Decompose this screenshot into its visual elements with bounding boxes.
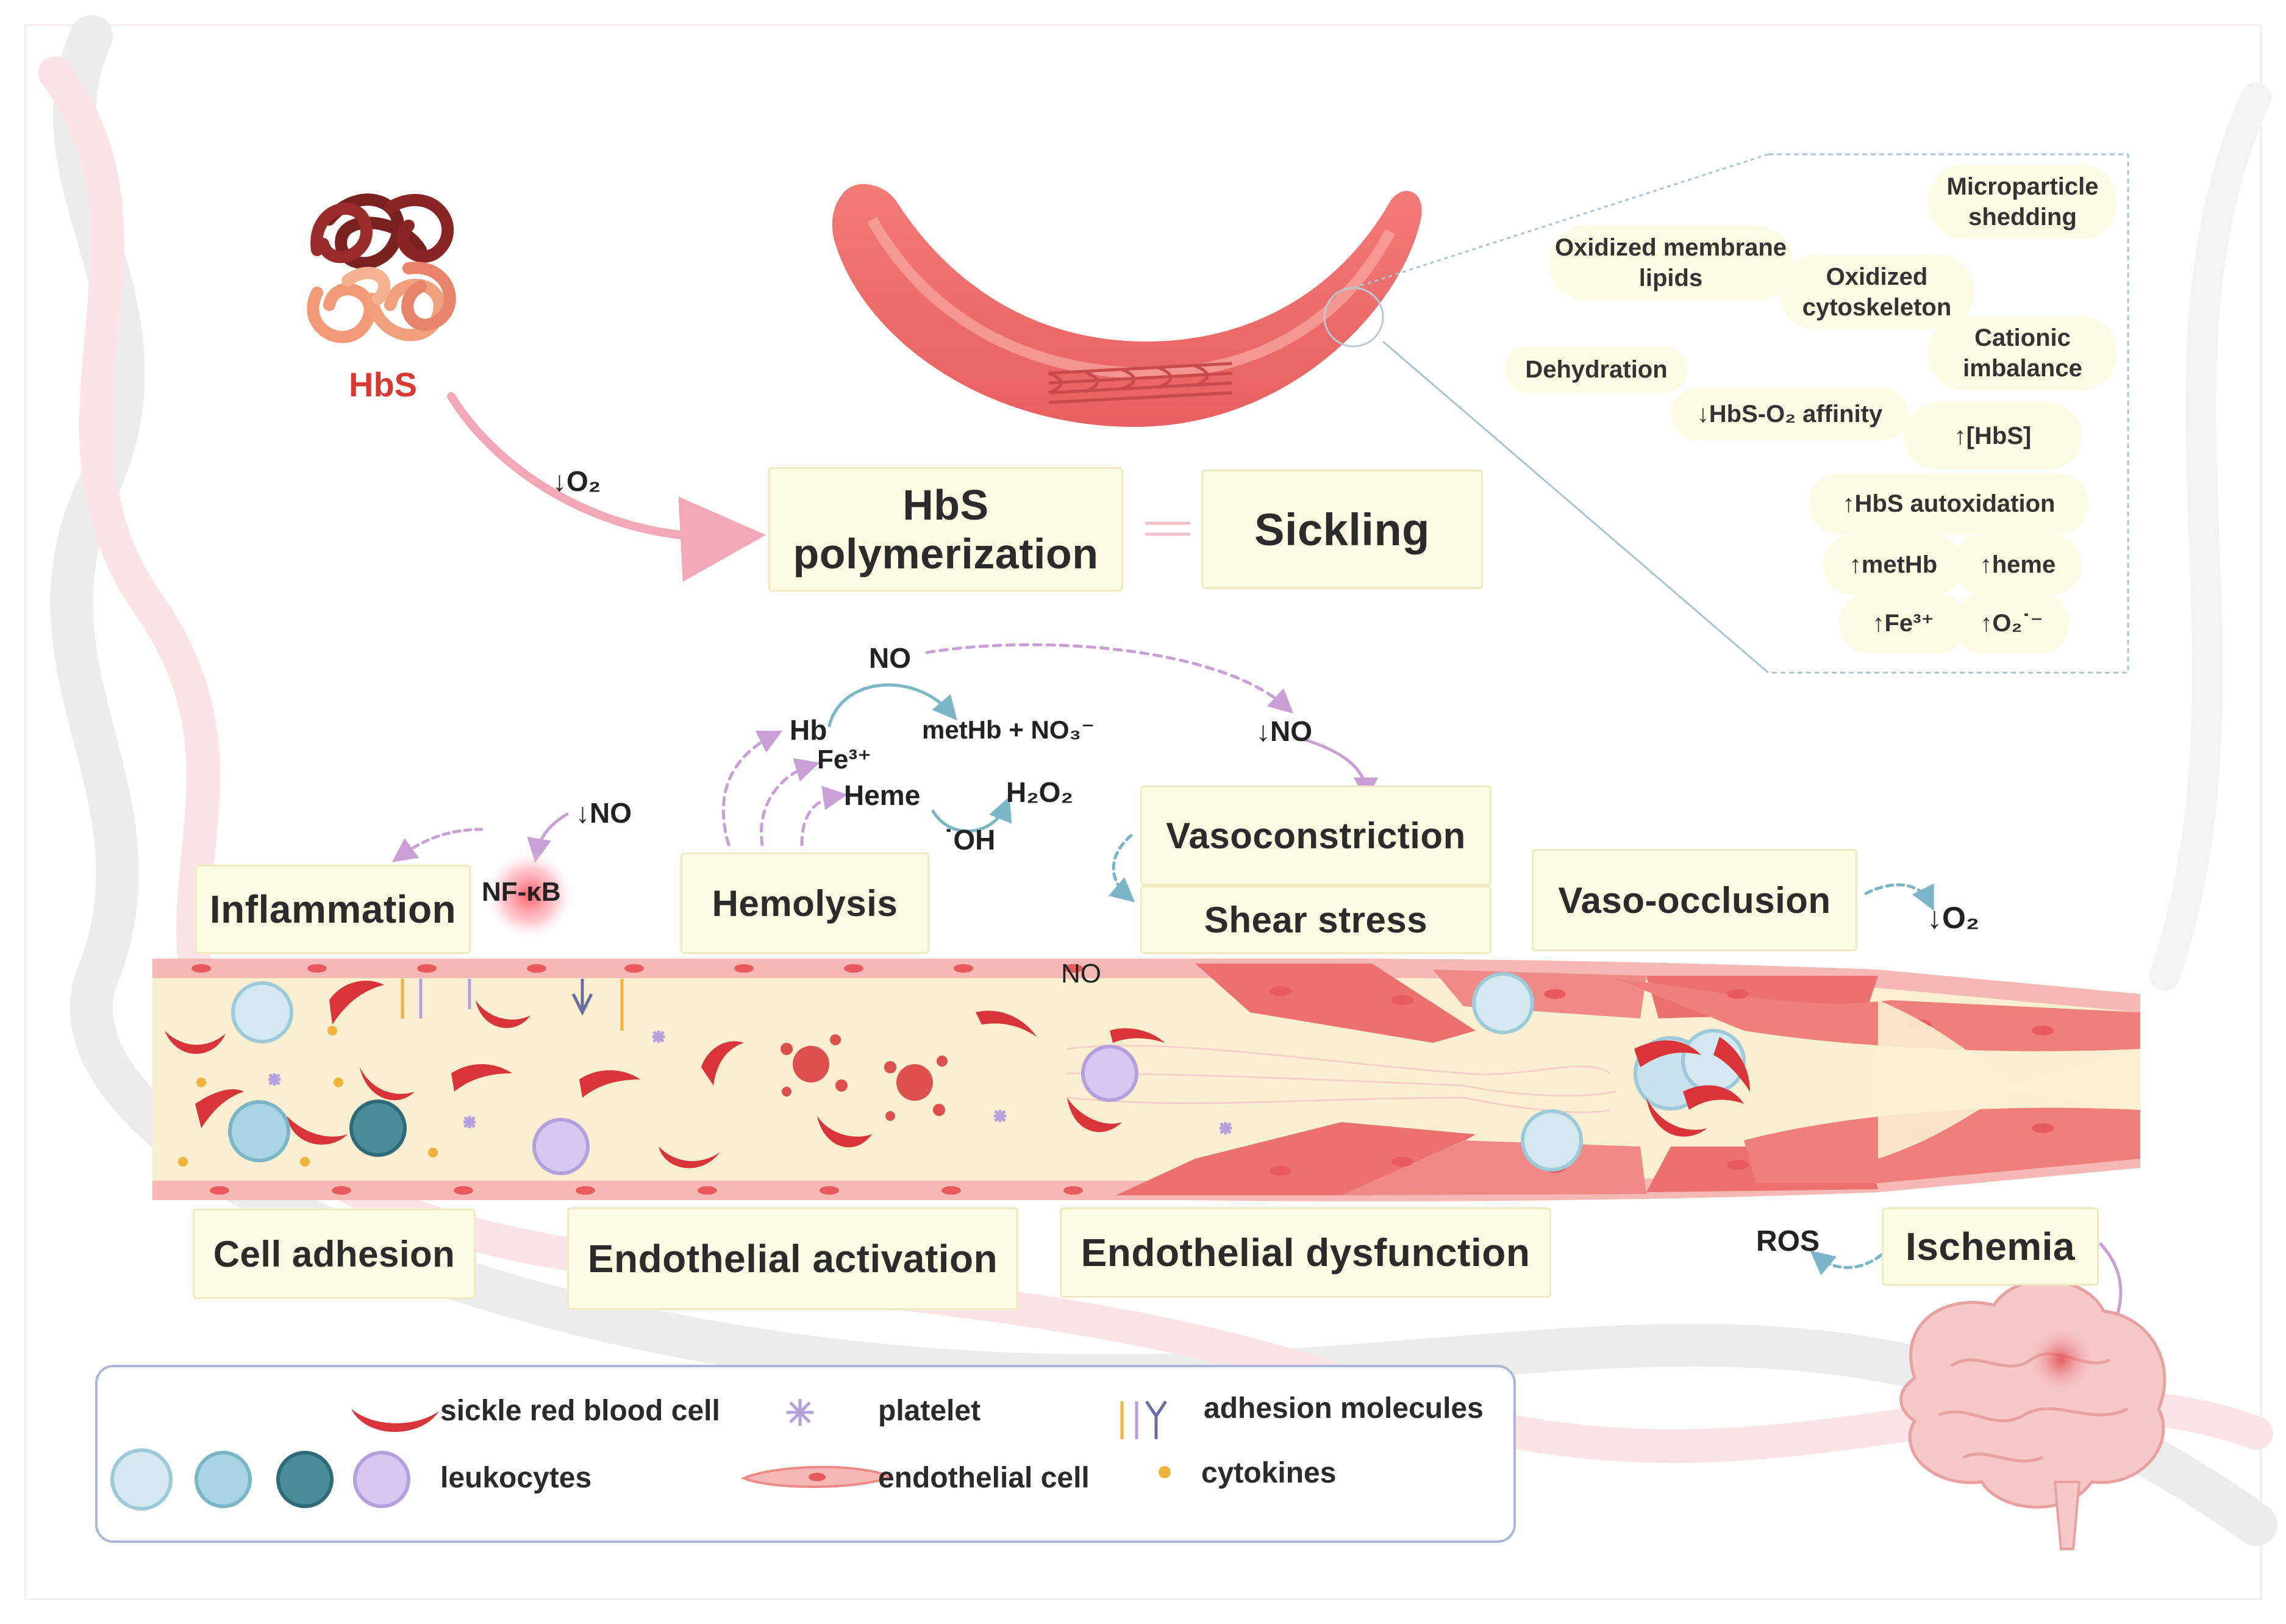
legend-label-leukocytes: leukocytes (440, 1462, 592, 1494)
low-no-mid-label: ↓NO (1256, 715, 1312, 747)
low-o2-right-label: ↓O₂ (1927, 901, 1980, 935)
occlusion-cluster (1634, 1037, 1750, 1137)
pill-methb: ↑metHb (1823, 534, 1963, 595)
legend-sickle-cell-icon (351, 1409, 439, 1433)
arrow-heme-to-h2o2 (931, 796, 1012, 833)
hbs-protein-icon (307, 193, 456, 343)
legend-leukocyte-icon-3 (276, 1451, 334, 1508)
endothelial-activation-box: Endothelial activation (567, 1207, 1018, 1310)
arrow-ischemia-to-ros (1810, 1250, 1883, 1276)
shear-stress-box: Shear stress (1140, 885, 1491, 954)
legend-icons (110, 1399, 1171, 1511)
pill-hbs-concentration: ↑[HbS] (1904, 402, 2082, 470)
legend-label-platelet: platelet (878, 1395, 981, 1427)
arrow-shear-feedback (1109, 834, 1135, 903)
legend-cytokine-icon (1159, 1466, 1171, 1478)
pill-affinity: ↓HbS-O₂ affinity (1671, 388, 1909, 440)
brain-icon (1899, 1279, 2166, 1550)
arrow-no-to-nfkb (527, 812, 569, 863)
h2o2-label: H₂O₂ (1006, 776, 1073, 808)
legend-label-cytokines: cytokines (1201, 1457, 1337, 1489)
vessel-sickle-cells (165, 981, 1165, 1168)
arrows (391, 392, 2123, 1367)
hb-label: Hb (790, 714, 827, 746)
sickle-cell-large (832, 184, 1422, 427)
pill-fe3: ↑Fe³⁺ (1839, 593, 1967, 654)
vasoconstriction-box: Vasoconstriction (1140, 785, 1491, 885)
vessel-cytokines (178, 1026, 438, 1167)
arrow-hbs-to-polymerization (447, 392, 766, 582)
arrow-hb-to-methb (827, 683, 957, 728)
hbs-label: HbS (349, 365, 417, 404)
hemolysis-box: Hemolysis (680, 853, 929, 954)
arrow-hemolysis-to-heme (800, 785, 848, 846)
hbs-polymer-fibers (1048, 362, 1232, 404)
vessel-leukocytes (228, 972, 1746, 1175)
vaso-occlusion-box: Vaso-occlusion (1532, 849, 1857, 951)
heme-label: Heme (844, 779, 921, 811)
hemolysed-cells (780, 1034, 948, 1121)
oh-radical-label: ˙OH (944, 824, 996, 856)
arrow-hemolysis-to-fe (760, 758, 820, 846)
legend-label-adhesion-molecules: adhesion molecules (1204, 1392, 1484, 1425)
hbs-polymerization-line2: polymerization (793, 530, 1099, 578)
pill-autoxidation: ↑HbS autoxidation (1809, 473, 2089, 534)
legend-leukocyte-icon-4 (353, 1451, 410, 1508)
pill-microparticle: Microparticle shedding (1928, 165, 2117, 239)
fe3-label: Fe³⁺ (817, 745, 872, 774)
legend-leukocyte-icon-1 (110, 1448, 173, 1511)
low-no-left-label: ↓NO (576, 797, 632, 829)
pill-dehydration: Dehydration (1505, 346, 1688, 393)
arrow-no-to-vasoconstriction (925, 643, 1294, 714)
blood-vessel (152, 958, 2140, 1201)
low-o2-label: ↓O₂ (552, 465, 601, 497)
pill-oxidized-lipids: Oxidized membrane lipids (1549, 226, 1793, 300)
legend-label-endothelial-cell: endothelial cell (878, 1462, 1090, 1494)
hbs-polymerization-line1: HbS (902, 481, 989, 529)
pill-cationic: Cationic imbalance (1928, 316, 2117, 390)
legend-platelet-icon (787, 1399, 813, 1426)
nfkb-label: NF-κB (482, 877, 561, 907)
hbs-polymerization-box: HbS polymerization (768, 467, 1123, 592)
vessel-platelets (268, 1031, 1232, 1134)
inflammation-box: Inflammation (195, 865, 471, 954)
methb-no3-label: metHb + NO₃⁻ (922, 715, 1095, 744)
ros-label: ROS (1756, 1225, 1820, 1257)
membrane-zoom-outline (1353, 153, 2129, 674)
cell-adhesion-box: Cell adhesion (193, 1209, 476, 1299)
nfkb-glow (484, 850, 575, 941)
ischemia-box: Ischemia (1882, 1207, 2099, 1286)
arrow-no-down-to-vasoconstriction (1297, 736, 1378, 802)
arrow-hemolysis-to-hb (721, 731, 783, 846)
sickling-box: Sickling (1201, 470, 1483, 589)
vessel-adhesion-molecules (401, 979, 624, 1031)
no-label-top: NO (869, 642, 911, 674)
pill-superoxide: ↑O₂˙⁻ (1954, 593, 2070, 654)
legend-label-sickle-rbc: sickle red blood cell (440, 1395, 720, 1427)
pill-oxidized-cytoskeleton: Oxidized cytoskeleton (1779, 255, 1974, 329)
arrow-vasoocclusion-to-o2 (1864, 883, 1934, 911)
legend: sickle red blood cell leukocytes platele… (95, 1365, 1516, 1543)
pill-heme: ↑heme (1954, 534, 2082, 595)
legend-leukocyte-icon-2 (195, 1451, 252, 1508)
legend-adhesion-molecules-icon (1120, 1400, 1168, 1439)
arrow-nfkb-to-inflammation (391, 828, 484, 862)
no-vessel-label: NO (1061, 959, 1101, 989)
endothelial-dysfunction-box: Endothelial dysfunction (1060, 1207, 1551, 1298)
equilibrium-arrows (1145, 521, 1191, 536)
